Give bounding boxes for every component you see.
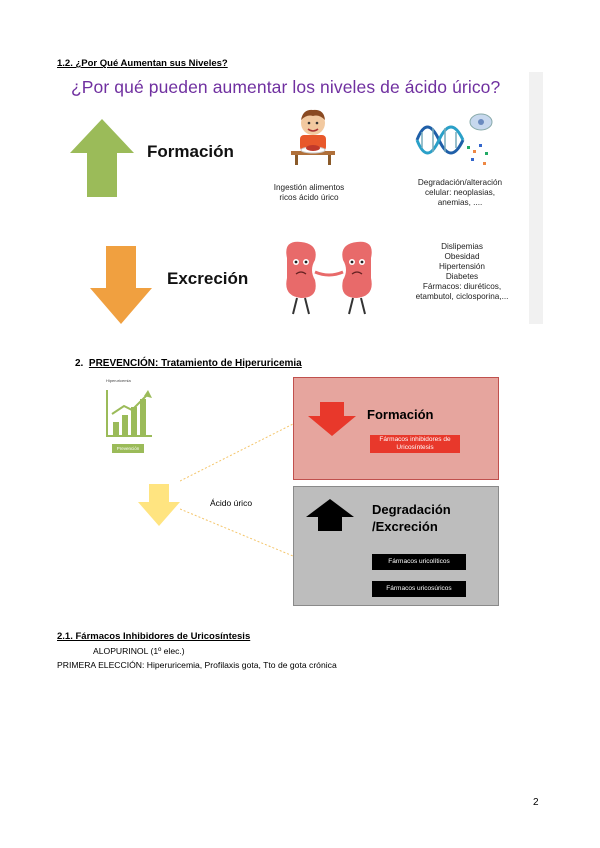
section-2-number: 2. bbox=[75, 358, 83, 369]
caption-line: Degradación/alteración bbox=[405, 178, 515, 188]
section-1-2-heading: 1.2. ¿Por Qué Aumentan sus Niveles? bbox=[57, 58, 228, 69]
section-2-heading: 2. PREVENCIÓN: Tratamiento de Hiperurice… bbox=[75, 358, 302, 369]
connector-lines bbox=[180, 376, 295, 608]
degradacion-box-label: Degradación /Excreción bbox=[372, 501, 451, 535]
growth-chart-icon bbox=[104, 388, 154, 440]
kidneys-icon bbox=[279, 238, 379, 316]
pill-line: Fármacos inhibidores de bbox=[370, 436, 460, 444]
caption-line: ricos ácido úrico bbox=[257, 193, 361, 203]
slide-edge bbox=[529, 72, 543, 324]
caption-line: Ingestión alimentos bbox=[257, 183, 361, 193]
degradacion-line: Degradación bbox=[372, 501, 451, 518]
yellow-down-arrow-icon bbox=[138, 484, 180, 526]
slide-formation-excretion: ¿Por qué pueden aumentar los niveles de … bbox=[57, 72, 543, 324]
formacion-pill: Fármacos inhibidores de Uricosíntesis bbox=[370, 435, 460, 453]
caption-line: Dislipemias bbox=[397, 242, 527, 252]
section-2-1-heading: 2.1. Fármacos Inhibidores de Uricosíntes… bbox=[57, 631, 250, 642]
formacion-box: Formación Fármacos inhibidores de Uricos… bbox=[293, 377, 499, 480]
caption-line: Diabetes bbox=[397, 272, 527, 282]
primera-eleccion-line: PRIMERA ELECCIÓN: Hiperuricemia, Profila… bbox=[57, 660, 337, 670]
caption-line: Obesidad bbox=[397, 252, 527, 262]
caption-line: celular: neoplasias, bbox=[405, 188, 515, 198]
ingestion-caption: Ingestión alimentos ricos ácido úrico bbox=[257, 183, 361, 203]
slide-prevencion: Hiperuricemia Prevención Ácido úrico For… bbox=[100, 376, 500, 608]
formacion-label: Formación bbox=[147, 142, 234, 162]
alopurinol-line: ALOPURINOL (1º elec.) bbox=[93, 646, 185, 656]
formacion-box-label: Formación bbox=[367, 407, 433, 422]
excrecion-caption: Dislipemias Obesidad Hipertensión Diabet… bbox=[397, 242, 527, 302]
caption-line: anemias, .... bbox=[405, 198, 515, 208]
black-up-arrow-icon bbox=[306, 499, 354, 531]
red-down-arrow-icon bbox=[308, 402, 356, 436]
degradacion-line: /Excreción bbox=[372, 518, 451, 535]
dna-cell-icon bbox=[413, 110, 495, 172]
caption-line: etambutol, ciclosporina,... bbox=[397, 292, 527, 302]
small-chart-title: Hiperuricemia bbox=[106, 378, 131, 383]
uricoliticos-pill: Fármacos uricolíticos bbox=[372, 554, 466, 570]
child-eating-icon bbox=[289, 108, 337, 166]
page-number: 2 bbox=[533, 797, 539, 808]
degradacion-caption: Degradación/alteración celular: neoplasi… bbox=[405, 178, 515, 208]
caption-line: Fármacos: diuréticos, bbox=[397, 282, 527, 292]
up-arrow-icon bbox=[70, 119, 134, 197]
prevencion-tag: Prevención bbox=[112, 444, 144, 453]
excrecion-label: Excreción bbox=[167, 269, 248, 289]
degradacion-box: Degradación /Excreción Fármacos uricolít… bbox=[293, 486, 499, 606]
slide1-title: ¿Por qué pueden aumentar los niveles de … bbox=[71, 77, 500, 98]
pill-line: Uricosíntesis bbox=[370, 444, 460, 452]
section-2-title: PREVENCIÓN: Tratamiento de Hiperuricemia bbox=[89, 358, 302, 369]
down-arrow-icon bbox=[90, 246, 152, 324]
caption-line: Hipertensión bbox=[397, 262, 527, 272]
uricosuricos-pill: Fármacos uricosúricos bbox=[372, 581, 466, 597]
